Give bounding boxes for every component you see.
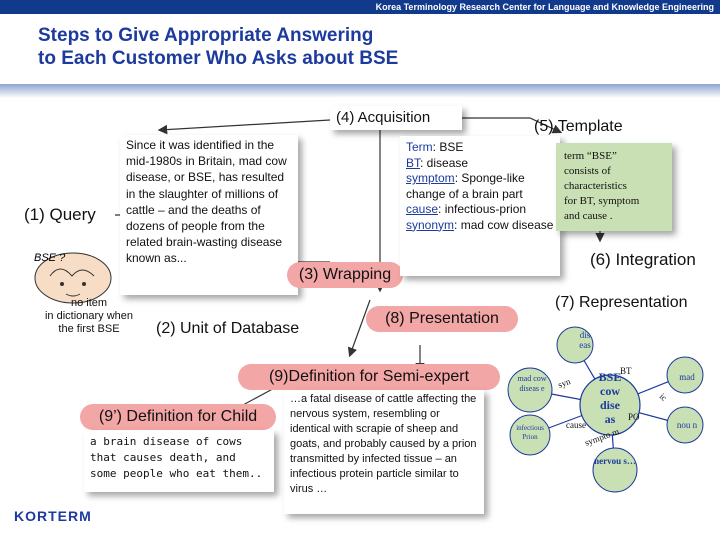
page-title: Steps to Give Appropriate Answering to E… [38, 24, 598, 70]
center-line-4: as [604, 412, 616, 426]
edge-bt: BT [620, 366, 632, 376]
step-wrapping: (3) Wrapping [287, 262, 403, 288]
node-dis: dis eas [560, 330, 610, 350]
frame-term-label: Term [406, 140, 433, 154]
node-mad-right: mad [679, 372, 695, 382]
step-presentation: (8) Presentation [366, 306, 518, 332]
child-definition: a brain disease of cows that causes deat… [84, 430, 274, 492]
step-database: (2) Unit of Database [156, 320, 299, 338]
center-line-3: dise [599, 398, 620, 412]
node-eas-label: eas [579, 340, 591, 350]
frame-symptom-label: symptom [406, 171, 455, 185]
header-bar: Korea Terminology Research Center for La… [0, 0, 720, 14]
edge-po: PO [628, 412, 640, 422]
frame-bt-label: BT [406, 155, 421, 170]
title-line-1: Steps to Give Appropriate Answering [38, 25, 374, 46]
frame-term-value: : BSE [432, 140, 464, 154]
frame-symptom: symptom: Sponge-like change of a brain p… [406, 171, 554, 202]
step-semi-expert-label: (9)Definition for Semi-expert [268, 368, 470, 385]
template-box: term “BSE” consists of characteristics f… [556, 143, 672, 231]
template-line-2: consists of [564, 165, 611, 177]
confused-person-icon [34, 252, 112, 304]
step-template-label: (5) Template [534, 118, 623, 135]
frame-cause-value: : infectious-prion [438, 202, 527, 216]
frame-synonym-value: : mad cow disease [454, 217, 554, 232]
title-divider [0, 84, 720, 98]
frame-symptom-value: : Sponge-like change of a brain part [406, 171, 525, 201]
step-wrapping-label: (3) Wrapping [298, 266, 392, 283]
header-org: Korea Terminology Research Center for La… [375, 2, 714, 12]
step-acquisition: (4) Acquisition [330, 106, 462, 130]
template-line-5: and cause . [564, 210, 613, 222]
step-integration-label: (6) Integration [590, 250, 696, 269]
node-nervous: nervou s… [594, 456, 636, 466]
step-query-label: (1) Query [24, 205, 96, 224]
step-child-label: (9’) Definition for Child [98, 408, 258, 425]
frame-bt-value: : disease [420, 155, 469, 170]
frame-synonym-label: synonym [406, 217, 455, 232]
template-line-3: characteristics [564, 180, 627, 192]
no-item-note: no item in dictionary when the first BSE [24, 297, 154, 336]
step-representation-label: (7) Representation [555, 294, 688, 311]
description-text: Since it was identified in the mid-1980s… [126, 138, 287, 266]
no-item-line-3: the first BSE [58, 323, 120, 335]
frame-term: Term: BSE [406, 140, 554, 156]
frame-cause-label: cause [406, 202, 439, 216]
frame-cause: cause: infectious-prion [406, 202, 554, 218]
edge-cause: cause [566, 420, 586, 430]
korterm-logo: KORTERM [14, 508, 92, 524]
center-line-2: cow [600, 384, 620, 398]
child-text: a brain disease of cows that causes deat… [90, 435, 263, 480]
title-line-2: to Each Customer Who Asks about BSE [38, 48, 399, 69]
node-mad-cow: mad cow diseas e [517, 374, 547, 393]
step-template: (5) Template [534, 118, 652, 142]
step-presentation-label: (8) Presentation [385, 310, 499, 327]
semi-expert-text: …a fatal disease of cattle affecting the… [290, 393, 477, 495]
step-semi-expert: (9)Definition for Semi-expert [238, 364, 500, 390]
node-center: BSE cow dise as [586, 370, 634, 426]
description-panel: Since it was identified in the mid-1980s… [120, 135, 298, 295]
no-item-line-2: in dictionary when [44, 310, 134, 322]
center-line-1: BSE [598, 370, 622, 384]
frame-bt: BT: disease [406, 156, 554, 172]
frame-synonym: synonym: mad cow disease [406, 218, 554, 234]
step-query: (1) Query [24, 205, 96, 225]
step-acquisition-label: (4) Acquisition [336, 109, 431, 126]
no-item-line-1: no item [70, 297, 108, 309]
term-frame: Term: BSE BT: disease symptom: Sponge-li… [400, 136, 560, 276]
template-line-1: term “BSE” [564, 150, 617, 162]
step-child: (9’) Definition for Child [80, 404, 276, 430]
step-database-label: (2) Unit of Database [156, 320, 300, 337]
node-dis-label: dis [579, 330, 591, 340]
template-line-4: for BT, symptom [564, 195, 640, 207]
step-integration: (6) Integration [590, 250, 696, 270]
person-with-question: BSE ? [30, 250, 116, 306]
step-representation: (7) Representation [555, 294, 688, 312]
node-noun: nou n [676, 420, 698, 430]
node-infection: infectious Prion [516, 424, 544, 441]
query-bubble-text: BSE ? [34, 252, 66, 264]
semantic-network [507, 326, 704, 493]
semi-expert-definition: …a fatal disease of cattle affecting the… [284, 390, 484, 514]
